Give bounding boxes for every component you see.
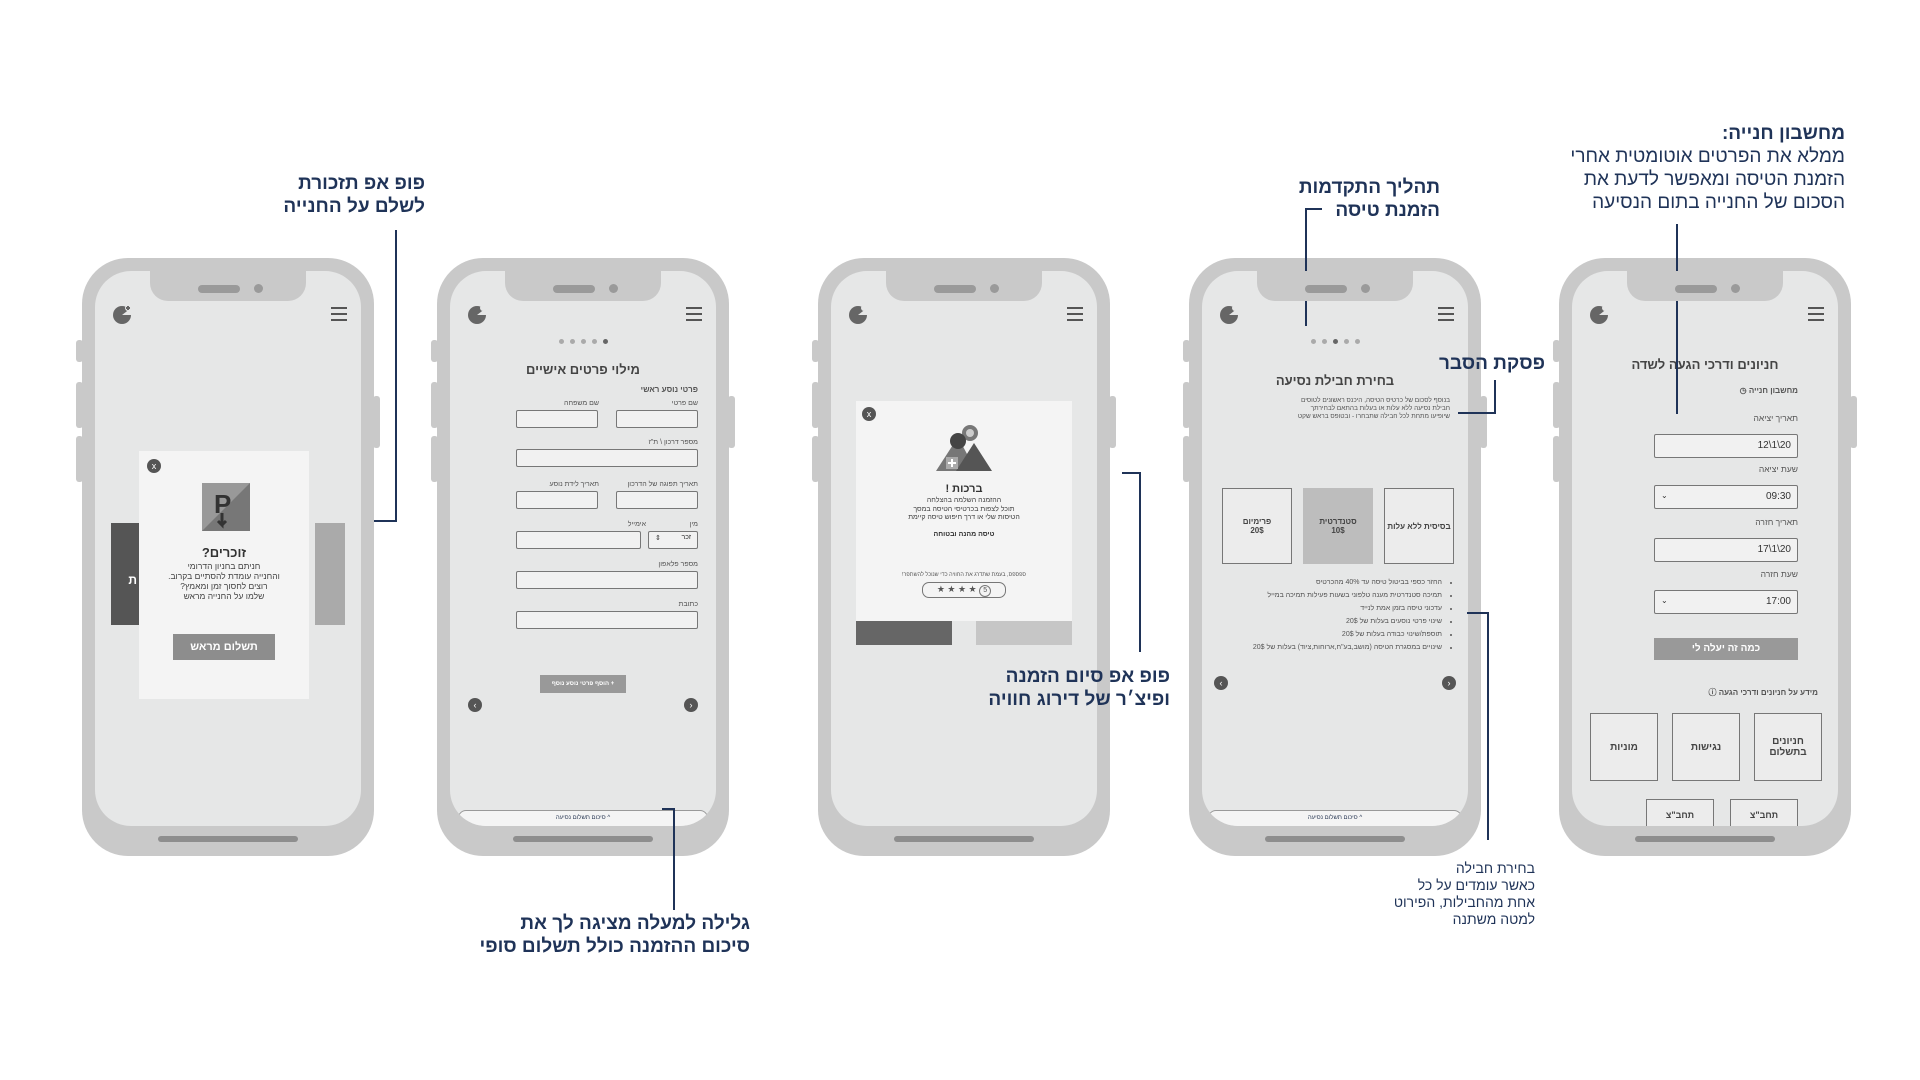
gender-select[interactable]: זכר⇕ — [648, 531, 698, 549]
app-logo-icon[interactable] — [847, 303, 869, 325]
section-label: פרטי נוסע ראשי — [640, 385, 698, 394]
svg-text:P: P — [214, 489, 231, 519]
chevron-left-icon[interactable]: ‹ — [468, 698, 482, 712]
close-icon[interactable]: x — [147, 459, 161, 473]
card-taxis[interactable]: מוניות — [1590, 713, 1658, 781]
background-card-light — [315, 523, 345, 625]
parking-icon: P — [202, 483, 250, 531]
app-logo-icon[interactable] — [1588, 303, 1610, 325]
return-time-select[interactable]: 17:00⌄ — [1654, 590, 1798, 614]
popup-bold-line: טיסה מהנה ובטוחה — [933, 531, 995, 538]
chevron-right-icon[interactable]: › — [684, 698, 698, 712]
progress-dots — [450, 331, 716, 349]
chevron-right-icon[interactable]: › — [1442, 676, 1456, 690]
popup-title: ברכות ! — [945, 483, 983, 495]
hamburger-menu-icon[interactable] — [331, 307, 347, 325]
summary-drawer-tab[interactable]: ^ סיכום תשלום נסיעה — [1208, 810, 1462, 826]
phone-package-select: בחירת חבילת נסיעה בנוסף לסכום של כרטיס ה… — [1183, 258, 1487, 856]
birth-date-input[interactable] — [516, 491, 598, 509]
hamburger-menu-icon[interactable] — [1808, 307, 1824, 325]
intro-paragraph: בנוסף לסכום של כרטיס הטיסה, היכנס ראשוני… — [1297, 397, 1450, 420]
passport-input[interactable] — [516, 449, 698, 467]
pay-in-advance-button[interactable]: תשלום מראש — [173, 634, 275, 660]
return-date-input[interactable]: 17\1\20 — [1654, 538, 1798, 562]
annotation-explain-paragraph: פסקת הסבר — [1438, 353, 1545, 374]
card-accessibility[interactable]: נגישות — [1672, 713, 1740, 781]
phone-input[interactable] — [516, 571, 698, 589]
rating-stars[interactable]: ★ ★ ★ ★ 5 — [922, 582, 1006, 598]
summary-drawer-tab[interactable]: ^ סיכום תשלום נסיעה — [458, 810, 708, 826]
package-basic[interactable]: בסיסית ללא עלות — [1384, 488, 1454, 564]
package-premium[interactable]: פרימיום 20$ — [1222, 488, 1292, 564]
app-logo-icon[interactable] — [466, 303, 488, 325]
page-title: חניונים ודרכי הגעה לשדה — [1631, 357, 1779, 372]
parking-calc-label: מחשבון חנייה ◷ — [1739, 386, 1798, 395]
page-title: בחירת חבילת נסיעה — [1275, 373, 1395, 388]
departure-date-input[interactable]: 12\1\20 — [1654, 434, 1798, 458]
email-input[interactable] — [516, 531, 641, 549]
package-standard[interactable]: סטנדרטית 10$ — [1303, 488, 1373, 564]
app-logo-icon[interactable] — [111, 303, 133, 325]
popup-title: זוכרים? — [201, 545, 247, 560]
clock-icon: ◷ — [1739, 386, 1747, 395]
close-icon[interactable]: x — [862, 407, 876, 421]
success-illustration-icon — [936, 425, 992, 471]
background-card-dark: ת — [111, 523, 141, 625]
progress-dots — [1202, 331, 1468, 349]
package-details-list: החזר כספי בביטול טיסה עד 40% מהכרטיסתמיכ… — [1220, 576, 1450, 654]
app-logo-icon[interactable] — [1218, 303, 1240, 325]
last-name-input[interactable] — [516, 410, 598, 428]
chevron-down-icon: ⌄ — [1661, 491, 1668, 500]
chevron-down-icon: ⌄ — [1661, 596, 1668, 605]
hamburger-menu-icon[interactable] — [686, 307, 702, 325]
annotation-parking-calc-title: מחשבון חנייה: — [1721, 123, 1845, 144]
calculate-cost-button[interactable]: כמה זה יעלה לי — [1654, 638, 1798, 660]
hamburger-menu-icon[interactable] — [1438, 307, 1454, 325]
card-public-transport-2[interactable]: תחב"צ — [1646, 799, 1714, 826]
first-name-input[interactable] — [616, 410, 698, 428]
phone-personal-details: מילוי פרטים אישיים פרטי נוסע ראשי שם פרט… — [431, 258, 735, 856]
add-passenger-button[interactable]: + הוסף פרטי נוסע נוסף — [540, 675, 626, 693]
rating-question: ספספס, בעמת שתדרג את החוויה כדי שנוכל לה… — [901, 572, 1027, 578]
passport-expiry-input[interactable] — [616, 491, 698, 509]
phone-parking: חניונים ודרכי הגעה לשדה מחשבון חנייה ◷ ת… — [1553, 258, 1857, 856]
primary-action-button[interactable] — [856, 621, 952, 645]
card-public-transport-1[interactable]: תחב"צ — [1730, 799, 1798, 826]
page-title: מילוי פרטים אישיים — [525, 362, 640, 377]
info-label: מידע על חניונים ודרכי הגעה ⓘ — [1708, 688, 1818, 697]
hamburger-menu-icon[interactable] — [1067, 307, 1083, 325]
chevron-left-icon[interactable]: ‹ — [1214, 676, 1228, 690]
info-icon: ⓘ — [1708, 688, 1717, 697]
secondary-action-button[interactable] — [976, 621, 1072, 645]
departure-time-select[interactable]: 09:30⌄ — [1654, 485, 1798, 509]
address-input[interactable] — [516, 611, 698, 629]
card-paid-parking[interactable]: חניונים בתשלום — [1754, 713, 1822, 781]
